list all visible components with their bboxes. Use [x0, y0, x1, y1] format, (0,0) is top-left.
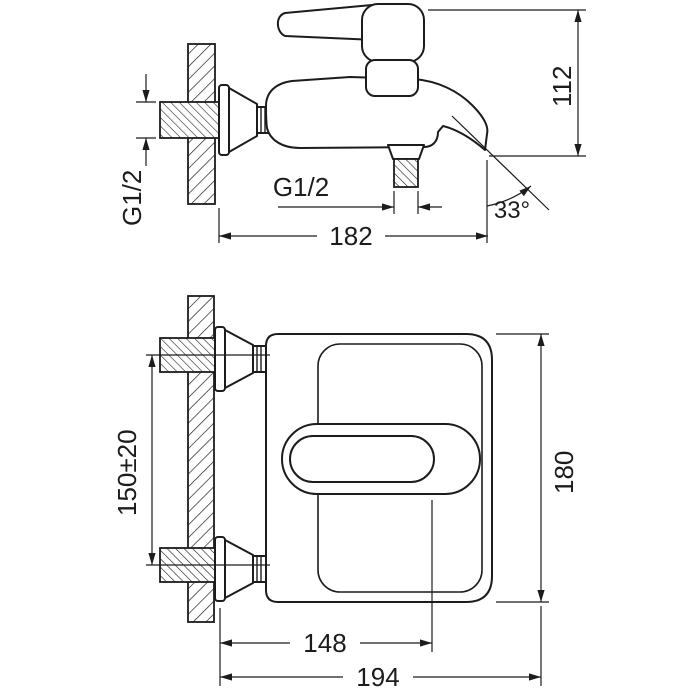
escutcheon-flange: [218, 84, 230, 156]
dim-wall-thread-label: G1/2: [117, 170, 147, 226]
escutcheon-upper: [214, 326, 268, 392]
dim-112: 112: [428, 9, 586, 157]
dim-182: 182: [218, 160, 488, 251]
escutcheon-lower: [214, 536, 268, 602]
dim-wall-thread: G1/2: [117, 74, 156, 226]
escutcheon-cone: [228, 87, 258, 153]
side-view: 112 G1/2 G1/2 182: [117, 3, 586, 251]
handle-cap: [361, 3, 425, 63]
dim-outlet-thread: G1/2: [273, 172, 442, 214]
thread-ticks: [256, 346, 262, 372]
thread-ticks: [256, 556, 262, 582]
dim-148: 148: [219, 500, 433, 686]
dim-194: 194: [220, 606, 542, 692]
dim-194-label: 194: [356, 662, 399, 692]
dim-180: 180: [496, 333, 579, 603]
dim-150: 150±20: [112, 355, 156, 565]
dim-150-label: 150±20: [112, 429, 142, 516]
dim-112-label: 112: [547, 66, 577, 107]
dim-180-label: 180: [549, 451, 579, 494]
handle-lever: [276, 4, 377, 41]
eccentric-fitting: [159, 101, 221, 139]
front-view: 150±20 180 148 194: [112, 295, 579, 692]
dim-outlet-thread-label: G1/2: [273, 172, 329, 202]
shower-outlet-thread: [393, 158, 419, 188]
dim-angle-33: 33°: [451, 115, 550, 224]
dim-182-label: 182: [329, 221, 372, 251]
diverter-knob: [365, 59, 419, 97]
handle-lever-front: [289, 435, 435, 483]
dim-angle-33-label: 33°: [494, 197, 530, 224]
dim-148-label: 148: [303, 628, 346, 658]
shower-outlet-nut: [387, 144, 425, 160]
